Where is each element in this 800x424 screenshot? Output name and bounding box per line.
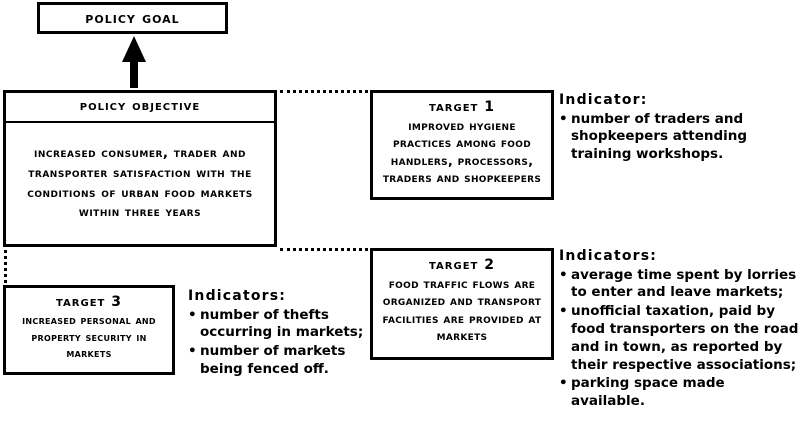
target-1-title: Target 1 bbox=[429, 99, 495, 115]
target-2-title: Target 2 bbox=[429, 257, 495, 273]
policy-objective-title: Policy objective bbox=[79, 98, 201, 115]
indicators-target-1-list: number of traders and shopkeepers attend… bbox=[559, 111, 797, 164]
list-item: number of traders and shopkeepers attend… bbox=[559, 111, 797, 164]
target-3-description: Increased personal and property security… bbox=[22, 313, 156, 361]
up-arrow-icon bbox=[116, 36, 152, 88]
connector-objective-to-target-3 bbox=[4, 250, 7, 283]
policy-objective-box: Policy objective Increased consumer, tra… bbox=[3, 90, 277, 247]
policy-goal-box: Policy goal bbox=[37, 2, 228, 34]
connector-objective-to-target-2 bbox=[280, 248, 368, 251]
list-item: average time spent by lorries to enter a… bbox=[559, 267, 800, 303]
target-2-description: Food traffic flows are organized and tra… bbox=[382, 276, 542, 343]
policy-objective-text: Increased consumer, trader and transport… bbox=[27, 145, 253, 221]
connector-objective-to-target-1 bbox=[280, 90, 368, 93]
indicators-target-1: Indicator: number of traders and shopkee… bbox=[559, 92, 797, 165]
target-1-description: Improved hygiene practices among food ha… bbox=[382, 118, 542, 185]
target-3-title: Target 3 bbox=[56, 294, 122, 310]
indicators-target-3: Indicators: number of thefts occurring i… bbox=[188, 288, 374, 380]
policy-objective-body: Increased consumer, trader and transport… bbox=[6, 123, 274, 244]
list-item: number of markets being fenced off. bbox=[188, 343, 374, 379]
list-item: parking space made available. bbox=[559, 375, 800, 411]
list-item: number of thefts occurring in markets; bbox=[188, 307, 374, 343]
policy-goal-label: Policy goal bbox=[85, 8, 180, 27]
indicators-target-2: Indicators: average time spent by lorrie… bbox=[559, 248, 800, 412]
list-item: unofficial taxation, paid by food transp… bbox=[559, 303, 800, 374]
target-1-box: Target 1 Improved hygiene practices amon… bbox=[370, 90, 554, 200]
target-3-box: Target 3 Increased personal and property… bbox=[3, 285, 175, 375]
indicators-target-2-list: average time spent by lorries to enter a… bbox=[559, 267, 800, 412]
target-2-box: Target 2 Food traffic flows are organize… bbox=[370, 248, 554, 360]
indicators-target-3-heading: Indicators: bbox=[188, 288, 287, 304]
indicators-target-2-heading: Indicators: bbox=[559, 248, 658, 264]
policy-objective-header: Policy objective bbox=[6, 93, 274, 123]
indicators-target-1-heading: Indicator: bbox=[559, 92, 648, 108]
indicators-target-3-list: number of thefts occurring in markets; n… bbox=[188, 307, 374, 379]
